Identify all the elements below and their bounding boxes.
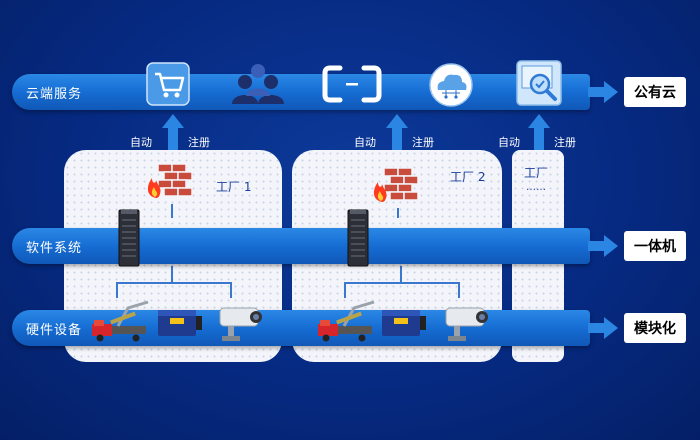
chat-bracket-icon [322, 65, 382, 103]
factory-1-label: 工厂 1 [216, 180, 252, 194]
server-icon [347, 209, 369, 267]
software-system-band: 软件系统 [12, 228, 590, 264]
arrow-right-icon [588, 81, 618, 103]
factory-2-label: 工厂 2 [450, 170, 486, 184]
robot-arm-icon [318, 300, 375, 342]
connector-line [344, 282, 346, 298]
register-label: 注册 [412, 136, 434, 149]
camera-box-icon [158, 310, 202, 336]
register-label: 注册 [188, 136, 210, 149]
cloud-service-band: 云端服务 [12, 74, 590, 110]
firewall-icon [373, 167, 419, 202]
cctv-icon [219, 307, 262, 341]
connector-line [400, 266, 402, 282]
server-icon [118, 209, 140, 267]
hardware-device-band: 硬件设备 [12, 310, 590, 346]
up-arrow-icon [162, 114, 184, 150]
search-monitor-icon [516, 60, 562, 106]
modular-box: 模块化 [624, 313, 686, 343]
factory-3-dots: …… [526, 182, 546, 193]
connector-line [344, 282, 458, 284]
connector-line [458, 282, 460, 298]
connector-line [230, 282, 232, 298]
up-arrow-icon [386, 114, 408, 150]
robot-arm-icon [92, 300, 149, 342]
auto-label: 自动 [130, 136, 152, 149]
software-system-label: 软件系统 [26, 241, 83, 256]
hardware-device-label: 硬件设备 [26, 323, 83, 338]
cloud-service-label: 云端服务 [26, 87, 83, 102]
all-in-one-box: 一体机 [624, 231, 686, 261]
cloud-network-icon [429, 63, 473, 107]
users-icon [232, 64, 284, 104]
connector-line [116, 282, 230, 284]
firewall-icon [147, 163, 193, 198]
register-label: 注册 [554, 136, 576, 149]
connector-line [171, 266, 173, 282]
arrow-right-icon [588, 235, 618, 257]
connector-line [171, 204, 173, 218]
cart-icon [146, 62, 190, 106]
arrow-right-icon [588, 317, 618, 339]
connector-line [397, 208, 399, 218]
factory-3-label: 工厂 [524, 166, 549, 180]
connector-line [116, 282, 118, 298]
public-cloud-box: 公有云 [624, 77, 686, 107]
auto-label: 自动 [498, 136, 520, 149]
auto-label: 自动 [354, 136, 376, 149]
camera-box-icon [382, 310, 426, 336]
cctv-icon [445, 307, 488, 341]
up-arrow-icon [528, 114, 550, 150]
